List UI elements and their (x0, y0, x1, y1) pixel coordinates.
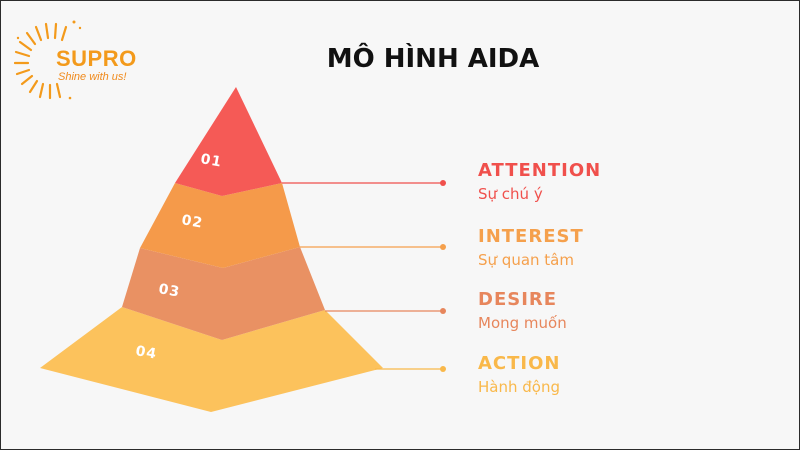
label-interest: INTEREST Sự quan tâm (478, 226, 584, 269)
label-attention-subtitle: Sự chú ý (478, 185, 543, 203)
label-desire-title: DESIRE (478, 289, 558, 310)
label-action: ACTION Hành động (478, 353, 560, 396)
logo-tagline: Shine with us! (58, 71, 127, 83)
logo-wordmark: SUPRO (56, 46, 137, 71)
tier-number-04: 04 (134, 343, 158, 362)
connector-dot-interest (440, 244, 446, 250)
tier-number-01: 01 (199, 151, 223, 170)
pyramid-tier-action (40, 307, 383, 412)
label-interest-subtitle: Sự quan tâm (478, 251, 574, 269)
label-desire-subtitle: Mong muốn (478, 314, 567, 332)
sunburst-icon (14, 20, 82, 100)
pyramid-tier-interest (140, 183, 300, 268)
label-action-subtitle: Hành động (478, 378, 560, 396)
tier-number-03: 03 (157, 281, 181, 300)
label-interest-title: INTEREST (478, 226, 584, 247)
pyramid-tier-desire (122, 247, 325, 340)
connector-dot-desire (440, 308, 446, 314)
page-title: MÔ HÌNH AIDA (326, 44, 540, 74)
label-action-title: ACTION (478, 353, 561, 374)
pyramid-tier-attention (175, 87, 282, 196)
label-attention-title: ATTENTION (478, 160, 602, 181)
label-attention: ATTENTION Sự chú ý (478, 160, 601, 203)
connector-dot-action (440, 366, 446, 372)
connector-dot-attention (440, 180, 446, 186)
label-desire: DESIRE Mong muốn (478, 289, 567, 332)
tier-number-02: 02 (180, 212, 204, 231)
